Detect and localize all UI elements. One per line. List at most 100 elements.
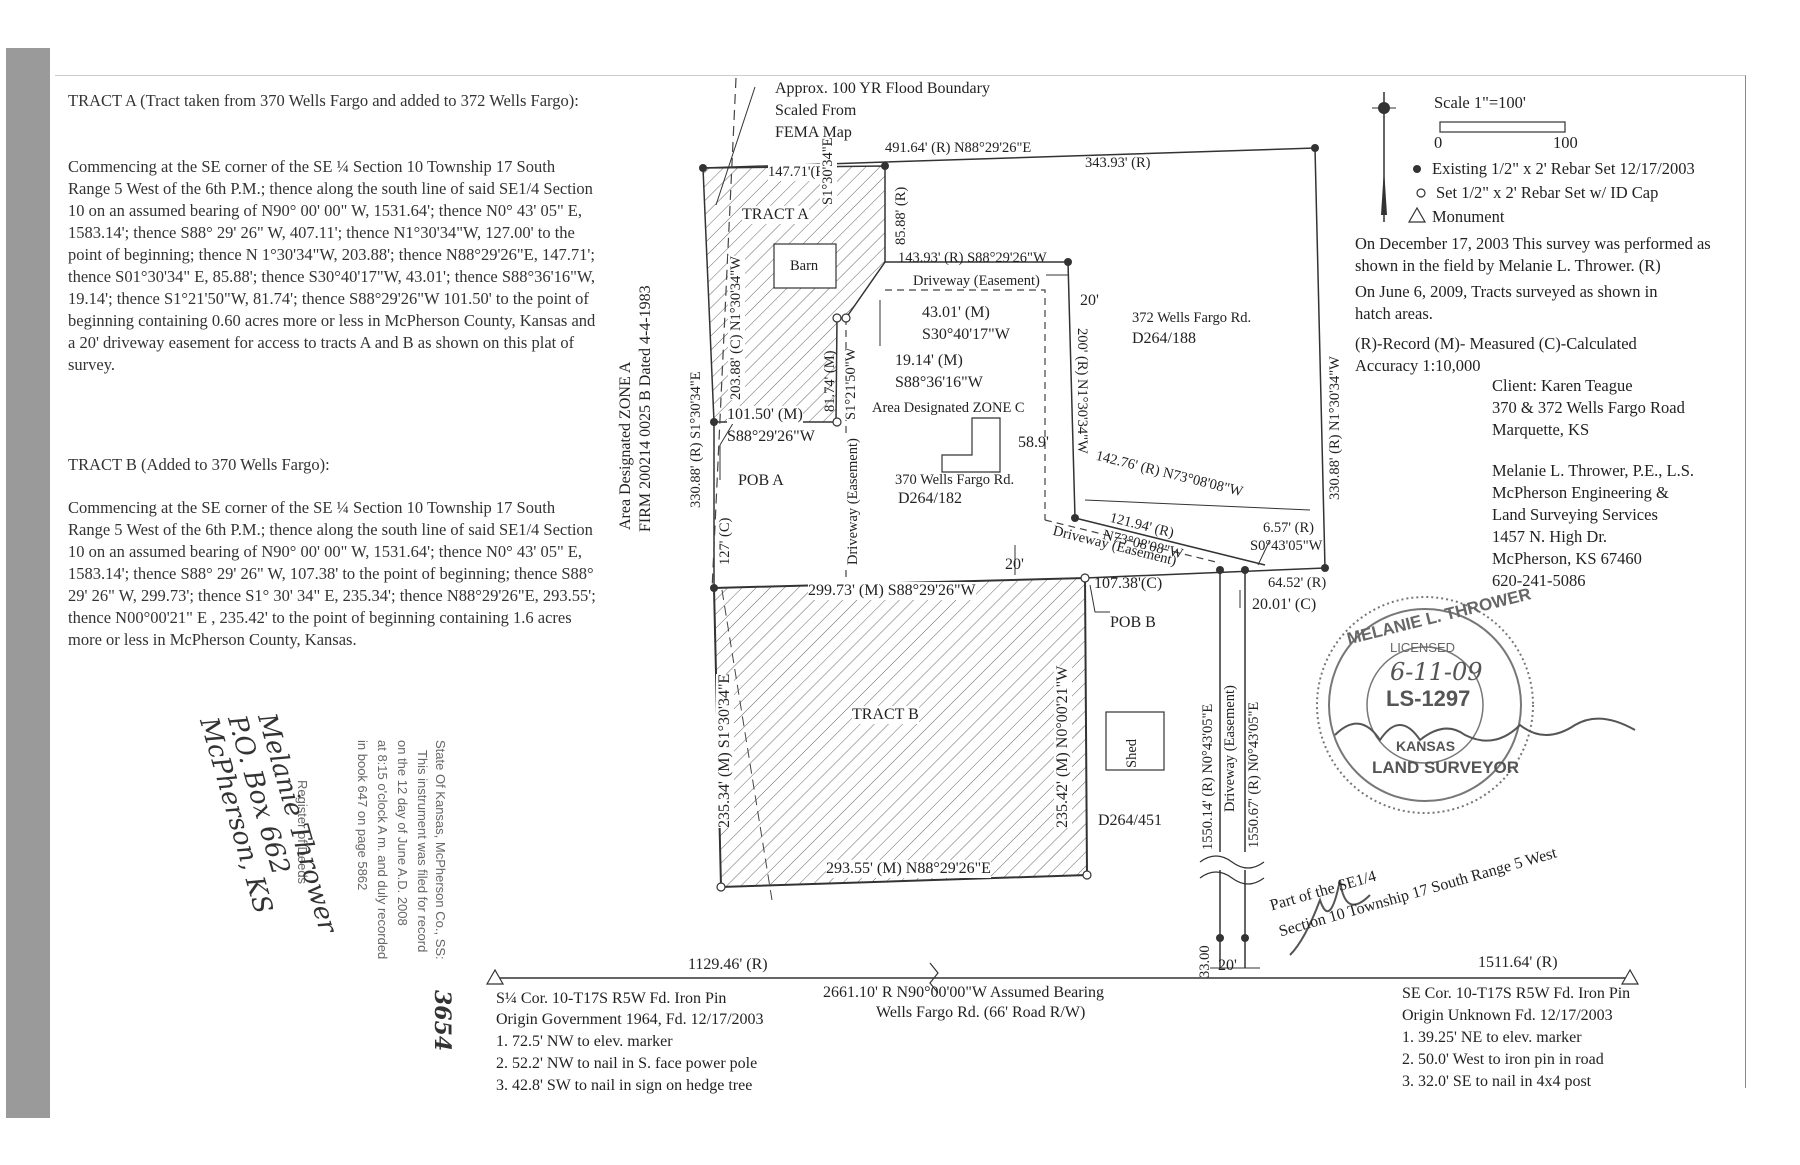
legend-existing: Existing 1/2" x 2' Rebar Set 12/17/2003 (1432, 159, 1695, 178)
d19-bearing: S88°36'16"W (895, 374, 983, 391)
corner-right-2: Origin Unknown Fd. 12/17/2003 (1402, 1007, 1613, 1024)
b-top-label: 299.73' (M) S88°29'26"W (808, 582, 976, 600)
monument-right (1620, 968, 1640, 985)
recording-line-5: in book 647 on page 5862 (355, 740, 370, 891)
line-64 (1084, 567, 1326, 579)
signature-stroke (1334, 717, 1636, 742)
d101-label: 101.50' (M) (727, 406, 803, 424)
tract-a-heading: TRACT A (Tract taken from 370 Wells Farg… (68, 91, 579, 110)
client-city: Marquette, KS (1492, 420, 1590, 439)
corner-right-3: 1. 39.25' NE to elev. marker (1402, 1029, 1582, 1046)
seal-licensed: LICENSED (1390, 640, 1456, 655)
barn-label: Barn (790, 258, 819, 274)
legend-monument-symbol (1407, 206, 1427, 223)
v33-label: 33.00 (1197, 945, 1213, 978)
twenty-a-label: 20' (1080, 292, 1099, 309)
d6452-label: 64.52' (R) (1268, 575, 1327, 591)
d58-label: 58.9' (1018, 434, 1049, 451)
zone-c-label: Area Designated ZONE C (872, 400, 1025, 416)
top-line-label: 491.64' (R) N88°29'26"E (885, 140, 1032, 156)
arrow-142 (1084, 499, 1311, 511)
north-arrow-icon (1372, 92, 1396, 222)
seal-number: LS-1297 (1386, 686, 1471, 711)
survey-note-2: On June 6, 2009, Tracts surveyed as show… (1355, 282, 1658, 323)
d657-bearing: S0°43'05"W (1250, 538, 1323, 554)
b-left-label: 235.34' (M) S1°30'34"E (716, 673, 734, 828)
tract-a-right-bearing: S1°30'34"E (820, 137, 837, 205)
legend-monument: Monument (1432, 207, 1505, 226)
corner-right-1: SE Cor. 10-T17S R5W Fd. Iron Pin (1402, 985, 1631, 1002)
tract-b-description: Commencing at the SE corner of the SE ¼ … (68, 498, 596, 649)
corner-left-2: Origin Government 1964, Fd. 12/17/2003 (496, 1011, 764, 1028)
b-bottom-label: 293.55' (M) N88°29'26"E (826, 860, 991, 878)
driveway-easement-top (885, 289, 1046, 520)
seal-state: KANSAS (1396, 738, 1456, 754)
tract-b-label: TRACT B (852, 706, 919, 724)
client-name: Client: Karen Teague (1492, 376, 1633, 395)
accuracy: Accuracy 1:10,000 (1355, 356, 1481, 375)
line-142 (1074, 517, 1266, 566)
mid-line-label: 143.93' (R) S88°29'26"W (898, 250, 1047, 266)
v1550m-label: 1550.67' (R) N0°43'05"E (1246, 701, 1262, 848)
legend-set-symbol (1416, 188, 1426, 198)
recording-number: 3654 (429, 990, 455, 1052)
surveyor-city: McPherson, KS 67460 (1492, 549, 1642, 568)
address-370: 370 Wells Fargo Rd. (895, 472, 1015, 488)
flood-label-2: Scaled From (775, 102, 857, 119)
surveyor-name: Melanie L. Thrower, P.E., L.S. (1492, 461, 1695, 480)
driveway-easement-diag (1044, 519, 1221, 564)
road-bearing-label: 2661.10' R N90°00'00"W Assumed Bearing (823, 984, 1105, 1001)
shed-outline (1105, 711, 1165, 771)
corner-left-1: S¼ Cor. 10-T17S R5W Fd. Iron Pin (496, 990, 727, 1007)
deed-264-182: D264/182 (898, 490, 962, 507)
tract-a-description: Commencing at the SE corner of the SE ¼ … (68, 157, 596, 374)
surveyor-firm-2: Land Surveying Services (1492, 505, 1658, 524)
seal-date: 6-11-09 (1390, 658, 1483, 686)
d657-label: 6.57' (R) (1263, 520, 1314, 536)
left-330-label: 330.88' (R) S1°30'34"E (688, 371, 704, 508)
monument-left (485, 968, 505, 985)
line-200 (1067, 261, 1076, 519)
deed-264-188: D264/188 (1132, 330, 1196, 347)
corner-left-4: 2. 52.2' NW to nail in S. face power pol… (496, 1055, 758, 1072)
flood-label-3: FEMA Map (775, 124, 852, 141)
address-372: 372 Wells Fargo Rd. (1132, 310, 1252, 326)
flood-label-1: Approx. 100 YR Flood Boundary (775, 80, 990, 97)
seal-bottom-text: LAND SURVEYOR (1372, 758, 1520, 777)
surveyor-phone: 620-241-5086 (1492, 571, 1586, 590)
deed-264-451: D264/451 (1098, 812, 1162, 829)
recording-line-4: at 8:15 o'clock A m. and duly recorded (375, 740, 390, 960)
top-right-label: 343.93' (R) (1085, 155, 1151, 171)
left-127-label: 127' (C) (717, 517, 733, 565)
d43-bearing: S30°40'17"W (922, 326, 1010, 343)
surveyor-firm-1: McPherson Engineering & (1492, 483, 1669, 502)
v200-label: 200' (R) N1°30'34"W (1074, 328, 1090, 454)
scale-label: Scale 1"=100' (1434, 93, 1526, 112)
tract-a-label: TRACT A (742, 206, 809, 224)
v1550r-label: 1550.14' (R) N0°43'05"E (1200, 703, 1216, 850)
b-right-label: 235.42' (M) N0°00'21"W (1054, 665, 1072, 828)
d101-bearing: S88°29'26"W (727, 428, 815, 445)
scale-hundred: 100 (1553, 133, 1578, 152)
tract-a-right-dist: 85.88' (R) (893, 186, 909, 245)
flood-boundary-lower (721, 589, 773, 901)
sheet-frame (55, 75, 1746, 1088)
surveyor-address: 1457 N. High Dr. (1492, 527, 1608, 546)
tract-a-top-label: 147.71'(R) (768, 164, 830, 181)
s1-21-label: S1°21'50"W (843, 347, 860, 420)
road-name-label: Wells Fargo Rd. (66' Road R/W) (876, 1004, 1086, 1021)
driveway-vertical-label: Driveway (Easement) (845, 438, 862, 565)
client-address: 370 & 372 Wells Fargo Road (1492, 398, 1685, 417)
scale-bar (1439, 121, 1566, 133)
abbreviations: (R)-Record (M)- Measured (C)-Calculated (1355, 334, 1637, 353)
pob-a-label: POB A (738, 472, 784, 489)
corner-right-4: 2. 50.0' West to iron pin in road (1402, 1051, 1604, 1068)
tract-a-left-label: 203.88' (C) N1°30'34"W (728, 256, 745, 400)
pob-b-label: POB B (1110, 614, 1156, 631)
d2001-label: 20.01' (C) (1252, 596, 1317, 613)
rebar-points (699, 144, 1329, 942)
scale-zero: 0 (1434, 133, 1443, 152)
legend-set: Set 1/2" x 2' Rebar Set w/ ID Cap (1436, 183, 1659, 202)
d43-label: 43.01' (M) (922, 304, 990, 321)
